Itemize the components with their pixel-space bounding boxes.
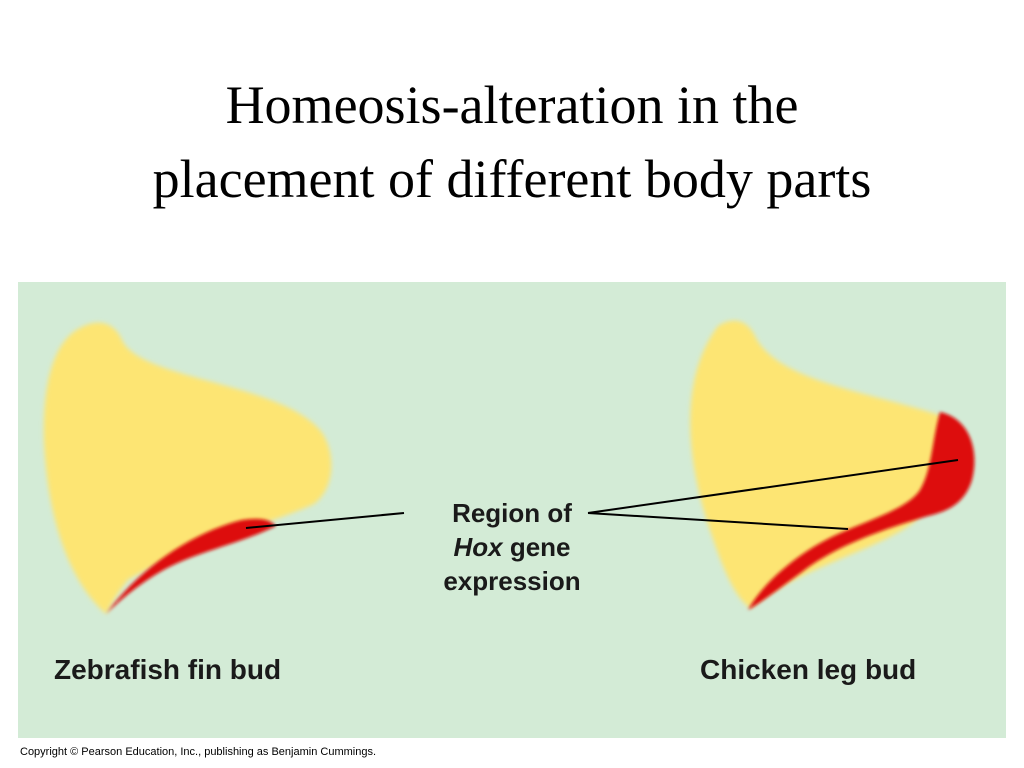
callout-line-1: Region of xyxy=(452,498,572,528)
copyright-notice: Copyright © Pearson Education, Inc., pub… xyxy=(20,746,377,758)
callout-line-3: expression xyxy=(443,566,581,596)
leader-line-to-leg-lower xyxy=(587,512,849,530)
leader-line-to-fin xyxy=(245,512,405,529)
callout-line-2: Hox gene xyxy=(416,530,608,564)
hox-callout: Region of Hox gene expression xyxy=(416,496,608,598)
zebrafish-fin-bud xyxy=(43,322,332,614)
zebrafish-label: Zebrafish fin bud xyxy=(54,654,282,685)
chicken-bud-shape xyxy=(690,320,944,608)
callout-hox-word: Hox xyxy=(453,532,503,562)
chicken-hox-region xyxy=(748,412,975,610)
zebrafish-bud-shape xyxy=(43,322,332,614)
leader-line-to-leg-upper xyxy=(587,459,959,514)
chicken-label: Chicken leg bud xyxy=(700,654,917,685)
zebrafish-hox-region xyxy=(106,518,276,614)
slide-title: Homeosis-alteration in the placement of … xyxy=(0,68,1024,216)
chicken-leg-bud xyxy=(690,320,975,610)
slide-title-line-2: placement of different body parts xyxy=(152,149,872,209)
callout-gene-word: gene xyxy=(502,532,571,562)
bud-diagram xyxy=(43,320,975,614)
figure-panel: Region of Hox gene expression Zebrafish … xyxy=(18,282,1006,738)
slide-title-line-1: Homeosis-alteration in the xyxy=(225,75,799,135)
